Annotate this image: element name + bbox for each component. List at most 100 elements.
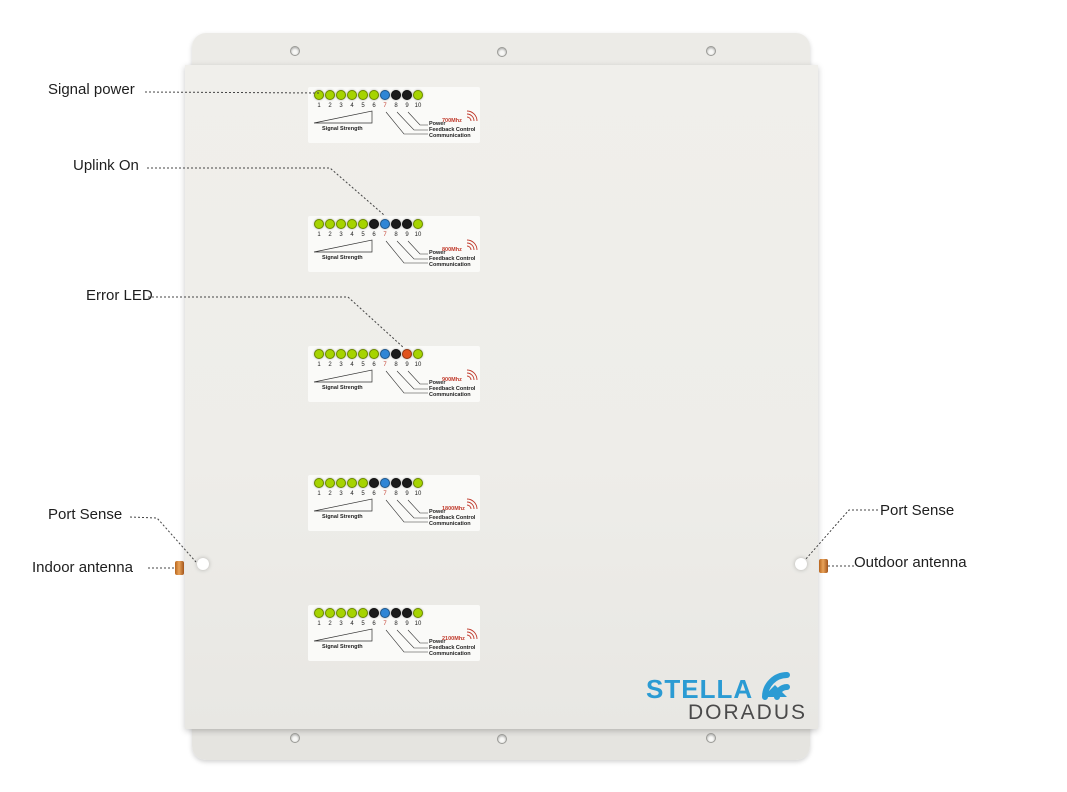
led-number: 5 <box>361 621 365 627</box>
status-led <box>380 608 390 618</box>
led-number: 3 <box>339 491 343 497</box>
led-number: 5 <box>361 362 365 368</box>
logo-doradus: DORADUS <box>688 701 808 724</box>
signal-strength-label: Signal Strength <box>322 255 363 261</box>
led-function-label: Communication <box>429 133 471 139</box>
status-led <box>347 608 357 618</box>
led-function-label: Communication <box>429 262 471 268</box>
status-led <box>369 478 379 488</box>
repeater-body <box>185 65 818 729</box>
led-number: 4 <box>350 362 354 368</box>
status-led <box>358 349 368 359</box>
led-number: 1 <box>317 491 321 497</box>
frequency-label: 900Mhz <box>442 377 462 383</box>
status-led <box>347 219 357 229</box>
led-function-label: Communication <box>429 651 471 657</box>
status-led <box>391 219 401 229</box>
led-number: 2 <box>328 621 332 627</box>
callout-port-sense-right: Port Sense <box>880 502 955 519</box>
signal-strength-wedge <box>313 369 478 394</box>
status-led <box>369 219 379 229</box>
led-number: 7 <box>383 621 387 627</box>
frequency-label: 700Mhz <box>442 118 462 124</box>
status-led <box>380 478 390 488</box>
frequency-label: 1800Mhz <box>442 506 465 512</box>
led-number: 8 <box>394 103 398 109</box>
signal-strength-wedge <box>313 628 478 653</box>
led-number: 9 <box>405 362 409 368</box>
led-function-label: Power <box>429 639 446 645</box>
signal-strength-label: Signal Strength <box>322 126 363 132</box>
status-led <box>369 349 379 359</box>
mount-hole <box>706 733 716 743</box>
status-led <box>402 478 412 488</box>
led-number: 2 <box>328 232 332 238</box>
status-led <box>358 219 368 229</box>
led-number: 8 <box>394 621 398 627</box>
status-led <box>391 90 401 100</box>
outdoor-antenna-connector <box>819 559 828 573</box>
callout-indoor-antenna: Indoor antenna <box>32 559 133 576</box>
callout-outdoor-antenna: Outdoor antenna <box>854 554 967 571</box>
status-led <box>336 90 346 100</box>
led-number: 5 <box>361 103 365 109</box>
led-number: 10 <box>414 362 422 368</box>
led-function-label: Power <box>429 380 446 386</box>
led-number: 6 <box>372 491 376 497</box>
led-function-label: Feedback Control <box>429 386 476 392</box>
signal-wave-logo-icon <box>762 672 790 700</box>
frequency-label: 2100Mhz <box>442 636 465 642</box>
led-number: 9 <box>405 103 409 109</box>
callout-error-led: Error LED <box>86 287 153 304</box>
status-led <box>402 349 412 359</box>
status-led <box>413 90 423 100</box>
led-number: 5 <box>361 491 365 497</box>
led-number: 9 <box>405 621 409 627</box>
status-led <box>380 90 390 100</box>
led-number: 8 <box>394 232 398 238</box>
mount-hole <box>497 47 507 57</box>
led-number: 2 <box>328 362 332 368</box>
status-led <box>336 349 346 359</box>
status-led <box>380 219 390 229</box>
led-function-label: Power <box>429 121 446 127</box>
led-number: 6 <box>372 362 376 368</box>
led-number: 1 <box>317 232 321 238</box>
led-number: 9 <box>405 232 409 238</box>
mount-hole <box>290 733 300 743</box>
mount-hole <box>706 46 716 56</box>
status-led <box>369 90 379 100</box>
led-number: 1 <box>317 103 321 109</box>
led-function-label: Power <box>429 250 446 256</box>
signal-strength-wedge <box>313 498 478 523</box>
led-number: 9 <box>405 491 409 497</box>
mount-hole <box>497 734 507 744</box>
led-number: 6 <box>372 103 376 109</box>
led-number: 5 <box>361 232 365 238</box>
led-function-label: Feedback Control <box>429 515 476 521</box>
led-function-label: Feedback Control <box>429 645 476 651</box>
led-number: 1 <box>317 362 321 368</box>
led-number: 1 <box>317 621 321 627</box>
status-led <box>314 349 324 359</box>
status-led <box>358 608 368 618</box>
signal-strength-label: Signal Strength <box>322 514 363 520</box>
led-number: 3 <box>339 362 343 368</box>
led-number: 10 <box>414 491 422 497</box>
led-number: 2 <box>328 103 332 109</box>
logo-stella: STELLA <box>646 674 754 704</box>
status-led <box>347 478 357 488</box>
status-led <box>336 608 346 618</box>
status-led <box>336 478 346 488</box>
status-led <box>402 219 412 229</box>
led-number: 7 <box>383 103 387 109</box>
signal-strength-wedge <box>313 239 478 264</box>
status-led <box>325 349 335 359</box>
mount-hole <box>290 46 300 56</box>
led-number: 7 <box>383 232 387 238</box>
outdoor-port-sense-led <box>795 558 807 570</box>
